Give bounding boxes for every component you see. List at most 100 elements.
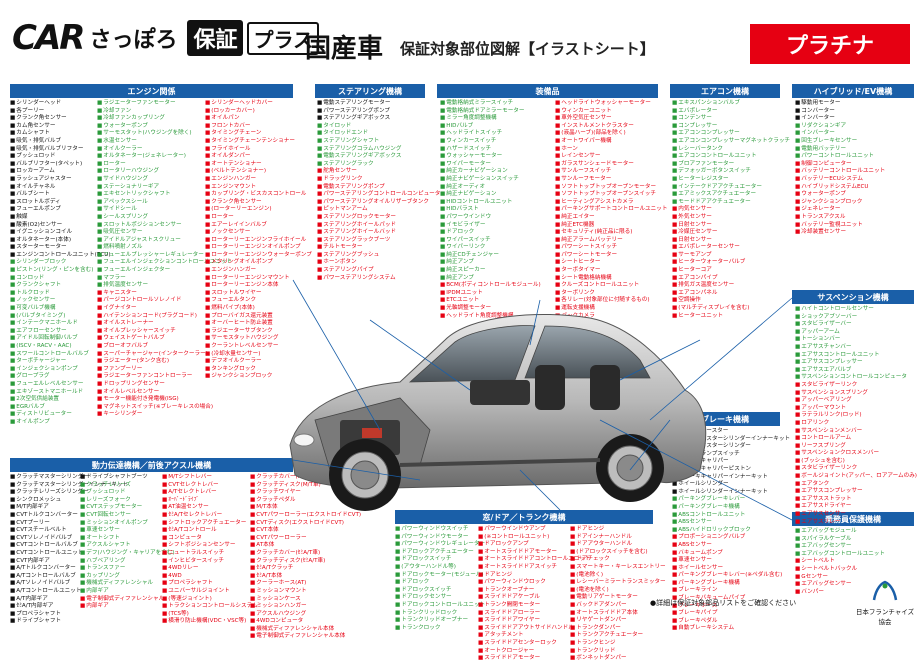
part-item: ハザードスイッチ bbox=[440, 146, 541, 154]
part-item: クラッチレリーズ bbox=[80, 482, 175, 490]
part-item: EGRバルブ bbox=[10, 404, 111, 412]
part-item: A/Tコントロールユニット bbox=[10, 588, 128, 596]
part-item: 電動ステアリングギアボックス bbox=[317, 153, 440, 161]
part-item: プロポーショニングバルブ bbox=[672, 534, 790, 542]
part-item: シフトロックアクチュエーター bbox=[162, 520, 258, 528]
part-item: オイルチャネル bbox=[10, 184, 111, 192]
list-door-col3: ドアヒンジドアインナーハンドルドアアウターハンドル(ドアロックスイッチを含む)ド… bbox=[570, 526, 666, 663]
part-item: 回生ブレーキセンサー bbox=[795, 138, 885, 146]
part-item: クランクシャフト bbox=[10, 282, 111, 290]
part-item: ABSセンサー bbox=[672, 519, 790, 527]
part-item: 純正ナビゲーションスイッチ bbox=[440, 176, 541, 184]
cat-hybrid-header: ハイブリッド/EV機構 bbox=[792, 84, 914, 98]
part-item: エアコンコンプレッサー bbox=[672, 130, 790, 138]
part-item: ローターリーエンジンウォーターポンプ bbox=[205, 252, 312, 260]
part-item: レインセンサー bbox=[555, 153, 667, 161]
part-item: エアサスリレー bbox=[795, 519, 917, 527]
part-item: インテークドアアクチュエーター bbox=[672, 184, 790, 192]
cat-suspension-header: サスペンション機構 bbox=[792, 290, 914, 304]
part-item: ジャンクションブロック bbox=[205, 373, 312, 381]
part-item: コンデンサー bbox=[672, 115, 790, 123]
part-item: 電子制御式ディファレンシャル本体 bbox=[250, 633, 361, 641]
part-item: トランクダンパー bbox=[570, 625, 666, 633]
part-item: 純正アンプ bbox=[440, 275, 541, 283]
part-item: ミッションハンガー bbox=[250, 603, 361, 611]
cat-steering-header: ステアリング機構 bbox=[315, 84, 425, 98]
part-item: インバーター bbox=[795, 130, 885, 138]
part-item: クラッチディスク(M/T車) bbox=[250, 482, 361, 490]
part-item: バッテリー監視ユニット bbox=[795, 222, 885, 230]
part-item: エバポレーター bbox=[672, 108, 790, 116]
part-item: 排気ガス温度センサー bbox=[672, 282, 790, 290]
part-item: ステアリングギアボックス bbox=[317, 115, 440, 123]
part-item: クラッチマスターシリンダー bbox=[10, 474, 128, 482]
part-item: パワーウインドウアンプ bbox=[478, 526, 591, 534]
part-item: ｾﾐA/T内部ギア bbox=[10, 603, 128, 611]
part-item: スーパーチャージャー(インタークーラー) bbox=[97, 351, 232, 359]
part-item: エキゾーストマニホールド bbox=[10, 389, 111, 397]
part-item: HIDコントロールユニット bbox=[440, 199, 541, 207]
part-item: シートベルト bbox=[795, 558, 885, 566]
part-item: ドアアウターハンドル bbox=[570, 541, 666, 549]
part-item: エンジンハンガー bbox=[205, 176, 312, 184]
part-item: エアサスストラット bbox=[795, 496, 917, 504]
part-item: ドアロックスイッチ bbox=[395, 587, 485, 595]
part-item: クラッチディスク(ｾﾐA/T車) bbox=[250, 558, 361, 566]
part-item: エンジンマウント bbox=[205, 184, 312, 192]
part-item: オーバーヒート防止装置 bbox=[205, 320, 312, 328]
list-engine-col2: ラジエーターファンモーター冷却ファン冷却ファンカップリングウォーターポンプサーモ… bbox=[97, 100, 232, 419]
part-item: 可変バルブ機構 bbox=[10, 305, 111, 313]
part-item: CVTステップモーター bbox=[80, 504, 175, 512]
part-item: コンバーター bbox=[795, 108, 885, 116]
part-item: ワイパーモーター bbox=[440, 161, 541, 169]
part-item: 内気センサー bbox=[672, 206, 790, 214]
part-item: エアサスコンプレッサー bbox=[795, 359, 917, 367]
part-item: アッパーベアリング bbox=[795, 397, 917, 405]
part-item: パーキングブレーキ機構 bbox=[672, 580, 790, 588]
part-item: トランクリッド bbox=[570, 648, 666, 656]
part-item: スライドドアローラー bbox=[478, 610, 591, 618]
part-item: ハブベアリング bbox=[80, 558, 175, 566]
part-item: シリンダーヘッド bbox=[10, 100, 111, 108]
association-mark-icon bbox=[872, 580, 898, 601]
part-item: M/Tシフトレバー bbox=[162, 474, 258, 482]
part-item: 冷却装置センサー bbox=[795, 229, 885, 237]
part-item: (TCS等) bbox=[162, 611, 258, 619]
part-item: 4WDコンピュータ bbox=[250, 618, 361, 626]
part-item: ローターリーエンジンフライホイール bbox=[205, 237, 312, 245]
part-item: HIDバルブ bbox=[440, 123, 541, 131]
part-item: CVTプーリー bbox=[10, 520, 128, 528]
part-item: ユニバーサルジョイント bbox=[162, 588, 258, 596]
part-item: (等速ジョイント) bbox=[162, 596, 258, 604]
part-item: ノックセンサー bbox=[205, 229, 312, 237]
part-item: ｵｰﾊﾞｰﾄﾞﾗｲﾌﾞ bbox=[162, 497, 258, 505]
part-item: トランクロック bbox=[395, 625, 485, 633]
part-item: エアサスエアバルブ bbox=[795, 367, 917, 375]
part-item: ノックセンサー bbox=[10, 297, 111, 305]
part-item: クラッチカバー(M/T車) bbox=[250, 474, 361, 482]
part-item: IPDMユニット bbox=[440, 290, 541, 298]
part-item: トルクロッド bbox=[10, 290, 111, 298]
part-item: ハイトコントロールセンサー bbox=[795, 306, 917, 314]
part-item: ブレーキバキュームパイプ bbox=[672, 595, 790, 603]
list-electrical-col2: ヘッドライトウォッシャーモーターウィンカーユニット車外空気圧センサーインストルメ… bbox=[555, 100, 667, 320]
part-item: エアサスコンプレッサー bbox=[795, 488, 917, 496]
part-item: シートヒーター bbox=[555, 259, 667, 267]
part-item: トランク開閉モーター bbox=[478, 602, 591, 610]
part-item: ローターリーエンジン本体 bbox=[205, 282, 312, 290]
part-item: A/Tセレクトレバー bbox=[162, 489, 258, 497]
part-item: パワーシートモーター bbox=[555, 252, 667, 260]
part-item: ラジエーターファンコントローラー bbox=[97, 373, 232, 381]
part-item: ロアリンク bbox=[795, 420, 917, 428]
part-item: ステアリングホイールパッド bbox=[317, 222, 440, 230]
part-item: ターボタイマー bbox=[555, 267, 667, 275]
part-item: ｾﾐA/T本体 bbox=[250, 573, 361, 581]
part-item: ピットマンアーム bbox=[317, 206, 440, 214]
part-item: インヒビタースイッチ bbox=[162, 558, 258, 566]
part-item: サスペンションスプリング bbox=[795, 390, 917, 398]
part-item: スロットルポジションセンサー bbox=[97, 222, 232, 230]
part-item: 日射センサー bbox=[672, 222, 790, 230]
part-item: スライドドアケーブル bbox=[478, 594, 591, 602]
part-item: コンロッド bbox=[10, 275, 111, 283]
part-item: ピストン(リング・ピンを含む) bbox=[10, 267, 111, 275]
